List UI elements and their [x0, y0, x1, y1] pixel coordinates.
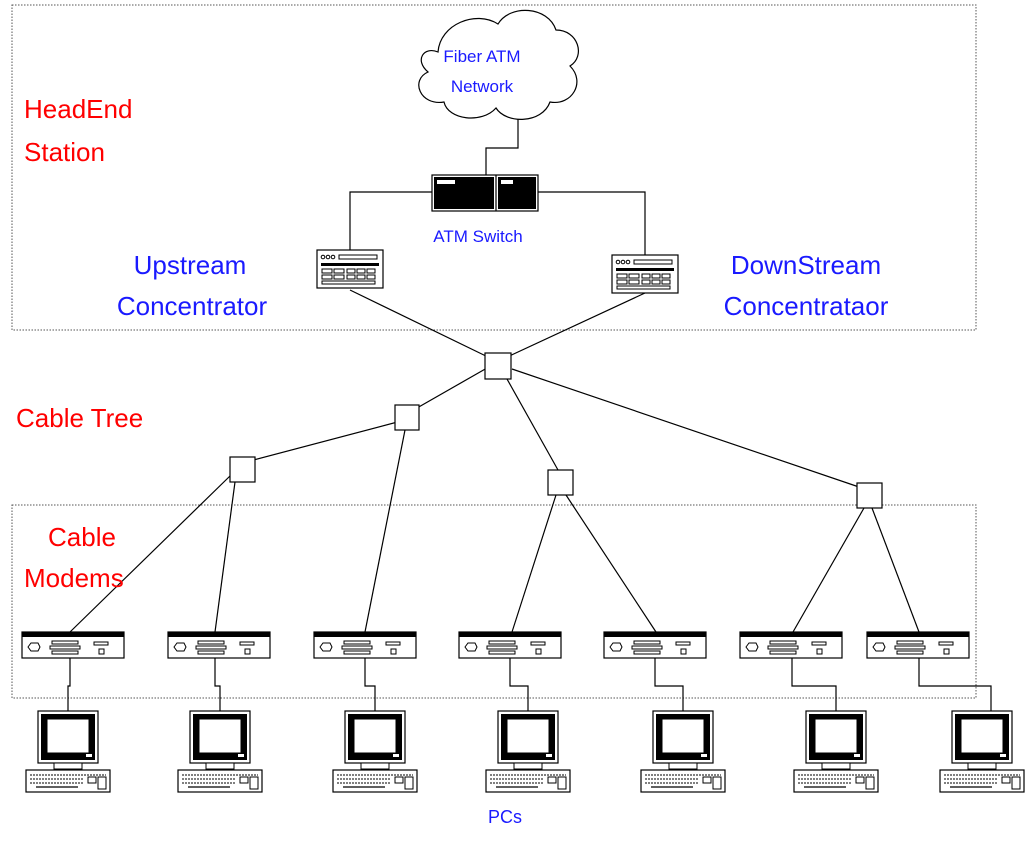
cable-modem-icon — [313, 631, 417, 659]
atm-switch-icon — [431, 174, 539, 212]
tree-node — [229, 456, 256, 483]
cable-modems-label: Cable — [48, 522, 116, 552]
connection-lines — [67, 118, 992, 711]
fiber-network-label: Network — [451, 77, 514, 96]
headend-label: Station — [24, 137, 105, 167]
cable-modem-icon — [458, 631, 562, 659]
pc-icon — [25, 710, 111, 793]
downstream-concentrator-icon — [611, 254, 679, 294]
pc-icon — [939, 710, 1025, 793]
pcs-label: PCs — [488, 807, 522, 827]
tree-node — [394, 404, 420, 431]
upstream-concentrator-label: Upstream — [134, 250, 247, 280]
cable-modems-region — [11, 504, 977, 699]
headend-region — [11, 4, 977, 331]
pc-icon — [640, 710, 726, 793]
downstream-concentrator-label: Concentrataor — [724, 291, 889, 321]
cable-modem-icon — [603, 631, 707, 659]
fiber-network-cloud-icon — [418, 9, 579, 120]
tree-node — [484, 352, 512, 380]
cable-modem-icon — [739, 631, 843, 659]
atm-switch-label: ATM Switch — [433, 227, 522, 246]
pc-icon — [793, 710, 879, 793]
tree-node — [547, 469, 574, 496]
upstream-concentrator-label: Concentrator — [117, 291, 268, 321]
pc-icon — [485, 710, 571, 793]
headend-label: HeadEnd — [24, 94, 132, 124]
cable-modem-icon — [866, 631, 970, 659]
fiber-network-label: Fiber ATM — [443, 47, 520, 66]
cable-modem-icon — [167, 631, 271, 659]
upstream-concentrator-icon — [316, 249, 384, 289]
cable-tree-label: Cable Tree — [16, 403, 143, 433]
pc-icon — [332, 710, 418, 793]
pc-icon — [177, 710, 263, 793]
cable-modem-icon — [21, 631, 125, 659]
cable-modems-label: Modems — [24, 563, 124, 593]
tree-node — [856, 482, 883, 509]
downstream-concentrator-label: DownStream — [731, 250, 881, 280]
